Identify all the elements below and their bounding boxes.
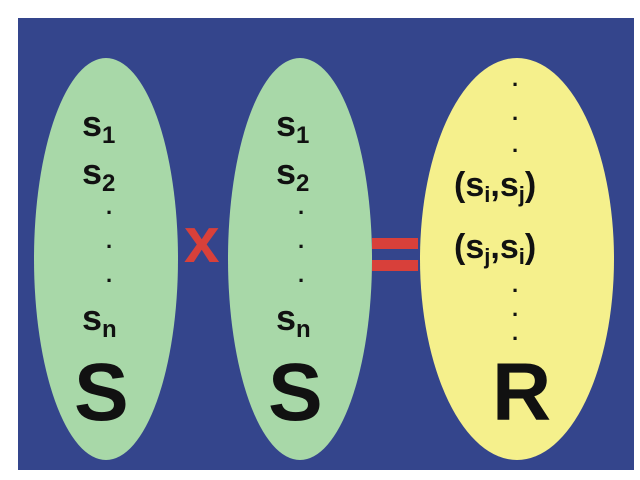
- diagram-canvas: s1 s2 . . . sn S x s1 s2 . . . sn S . . …: [18, 18, 634, 470]
- middle-element-n: sn: [276, 297, 311, 343]
- middle-ellipsis-dot: .: [298, 228, 305, 253]
- result-ellipsis-dot: .: [512, 100, 519, 125]
- middle-element-1: s1: [276, 103, 310, 149]
- result-pair-2: (sj,si): [454, 228, 537, 269]
- result-ellipsis-dot: .: [512, 132, 519, 157]
- middle-element-2: s2: [276, 151, 310, 197]
- left-ellipsis-dot: .: [106, 228, 113, 253]
- result-ellipsis-dot: .: [512, 320, 519, 345]
- left-element-1: s1: [82, 103, 116, 149]
- result-pair-1: (si,sj): [454, 166, 537, 207]
- equals-operator-bottom-bar: [372, 260, 418, 271]
- middle-set-oval: [228, 58, 372, 460]
- left-set-oval: [34, 58, 178, 460]
- result-ellipsis-dot: .: [512, 66, 519, 91]
- result-set-label: R: [492, 347, 552, 438]
- result-ellipsis-dot: .: [512, 296, 519, 321]
- left-element-n: sn: [82, 297, 117, 343]
- middle-ellipsis-dot: .: [298, 262, 305, 287]
- left-element-2: s2: [82, 151, 116, 197]
- middle-ellipsis-dot: .: [298, 194, 305, 219]
- result-set-oval: [420, 58, 614, 460]
- left-ellipsis-dot: .: [106, 262, 113, 287]
- cartesian-product-operator: x: [184, 204, 220, 276]
- left-set-label: S: [74, 347, 129, 438]
- left-ellipsis-dot: .: [106, 194, 113, 219]
- middle-set-label: S: [268, 347, 323, 438]
- equals-operator-top-bar: [372, 238, 418, 249]
- result-ellipsis-dot: .: [512, 272, 519, 297]
